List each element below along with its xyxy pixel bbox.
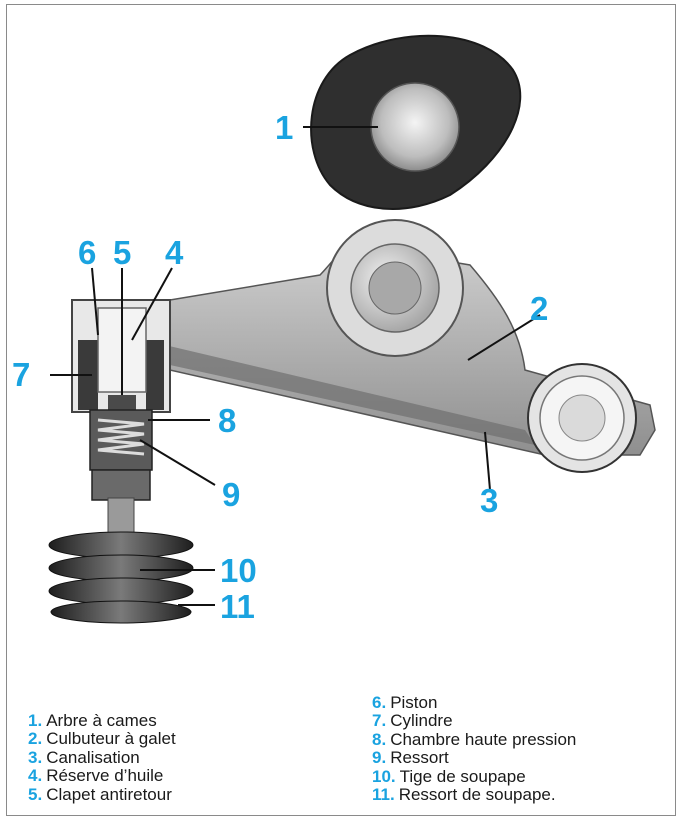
callout-11: 11 [220,588,255,625]
callout-9: 9 [222,476,240,513]
legend-text: Tige de soupape [399,766,526,786]
pivot-roller [527,363,637,473]
camshaft [310,34,522,210]
legend-text: Cylindre [390,711,453,731]
callout-2: 2 [530,290,548,327]
callout-3: 3 [480,482,498,519]
callout-6: 6 [78,234,96,271]
legend-left: 1.Arbre à cames 2.Culbuteur à galet 3.Ca… [28,711,176,804]
legend-number: 5. [28,784,43,804]
legend-number: 9. [372,748,387,768]
legend-item: 5.Clapet antiretour [28,784,176,804]
callout-1: 1 [275,109,293,146]
valve-stem-and-spring [48,497,194,624]
callout-7: 7 [12,356,30,393]
callout-8: 8 [218,402,236,439]
legend-item: 8.Chambre haute pression [372,729,577,749]
legend-number: 8. [372,729,387,749]
legend-number: 1. [28,711,43,730]
legend-item: 10.Tige de soupape [372,766,576,786]
legend-text: Ressort [390,748,449,768]
legend-number: 7. [372,711,387,731]
legend-number: 3. [28,747,43,767]
legend-number: 10. [372,766,396,786]
legend-text: Canalisation [46,747,140,767]
legend-text: Ressort de soupape. [398,785,556,805]
callout-10: 10 [220,552,257,589]
legend-item: 7.Cylindre [372,712,576,730]
legend-number: 4. [28,766,43,786]
legend-text: Arbre à cames [46,711,157,730]
legend-text: Culbuteur à galet [46,729,176,749]
legend-number: 2. [28,729,43,749]
legend-text: Piston [390,693,438,712]
legend-text: Chambre haute pression [390,729,577,749]
roller-rocker-arm [71,244,656,456]
leader-lines [50,126,541,606]
legend-right: 6.Piston 7.Cylindre 8.Chambre haute pres… [372,693,577,805]
legend-item: 3.Canalisation [28,747,176,767]
legend-text: Clapet antiretour [46,784,172,804]
cam-roller [326,219,464,357]
legend-item: 11.Ressort de soupape. [372,785,576,805]
legend-text: Réserve d’huile [46,766,164,786]
legend-number: 6. [372,693,387,712]
callout-4: 4 [165,234,184,271]
callout-5: 5 [113,234,131,271]
legend-item: 6.Piston [372,693,576,712]
legend-item: 4.Réserve d’huile [28,767,176,785]
legend-number: 11. [372,785,395,805]
legend-item: 2.Culbuteur à galet [28,730,176,748]
legend-item: 9.Ressort [372,749,576,767]
legend-item: 1.Arbre à cames [28,711,176,730]
